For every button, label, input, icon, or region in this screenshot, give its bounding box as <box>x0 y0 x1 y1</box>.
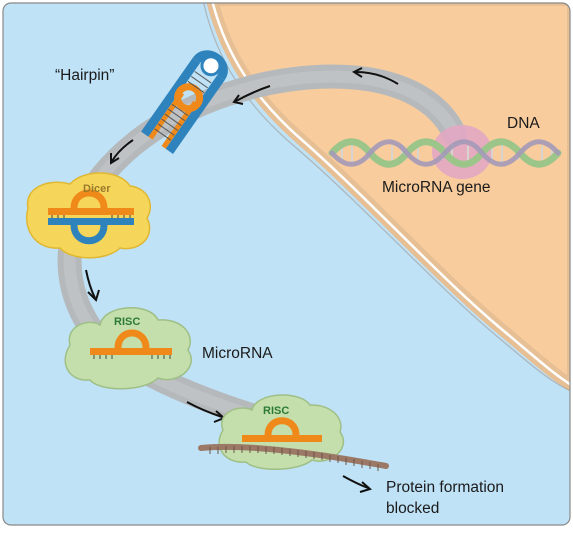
arrow-5 <box>186 401 223 418</box>
arrow-2-head <box>232 94 244 105</box>
microrna-label: MicroRNA <box>202 345 273 362</box>
mrna-strand <box>198 443 389 469</box>
arrow-6 <box>342 475 369 489</box>
risc-label-2: RISC <box>263 405 289 417</box>
membrane-line <box>210 3 570 388</box>
arrow-4-head <box>87 289 100 302</box>
dicer-complex <box>26 172 151 259</box>
dicer-label: Dicer <box>83 183 111 195</box>
protein-blocked-label-line2: blocked <box>386 500 439 517</box>
hairpin-rna <box>141 50 228 154</box>
microrna-gene-label: MicroRNA gene <box>382 179 491 196</box>
arrow-3 <box>111 139 134 162</box>
risc-complex-1 <box>64 307 192 390</box>
dna-helix <box>328 125 562 179</box>
arrow-3-head <box>110 153 120 165</box>
arrow-4 <box>85 269 96 299</box>
membrane-edge <box>202 3 570 393</box>
arrow-6-head <box>359 481 373 493</box>
arrow-2 <box>235 85 271 102</box>
protein-blocked-label-line1: Protein formation <box>386 479 504 496</box>
risc-complex-2 <box>198 394 389 471</box>
microrna-gene-highlight <box>432 125 492 179</box>
risc-label-1: RISC <box>114 316 140 328</box>
frame-border <box>2 2 571 526</box>
hairpin-label: “Hairpin” <box>55 67 114 84</box>
dna-label: DNA <box>507 115 540 132</box>
arrow-1-head <box>351 67 363 78</box>
arrow-1 <box>355 71 399 85</box>
